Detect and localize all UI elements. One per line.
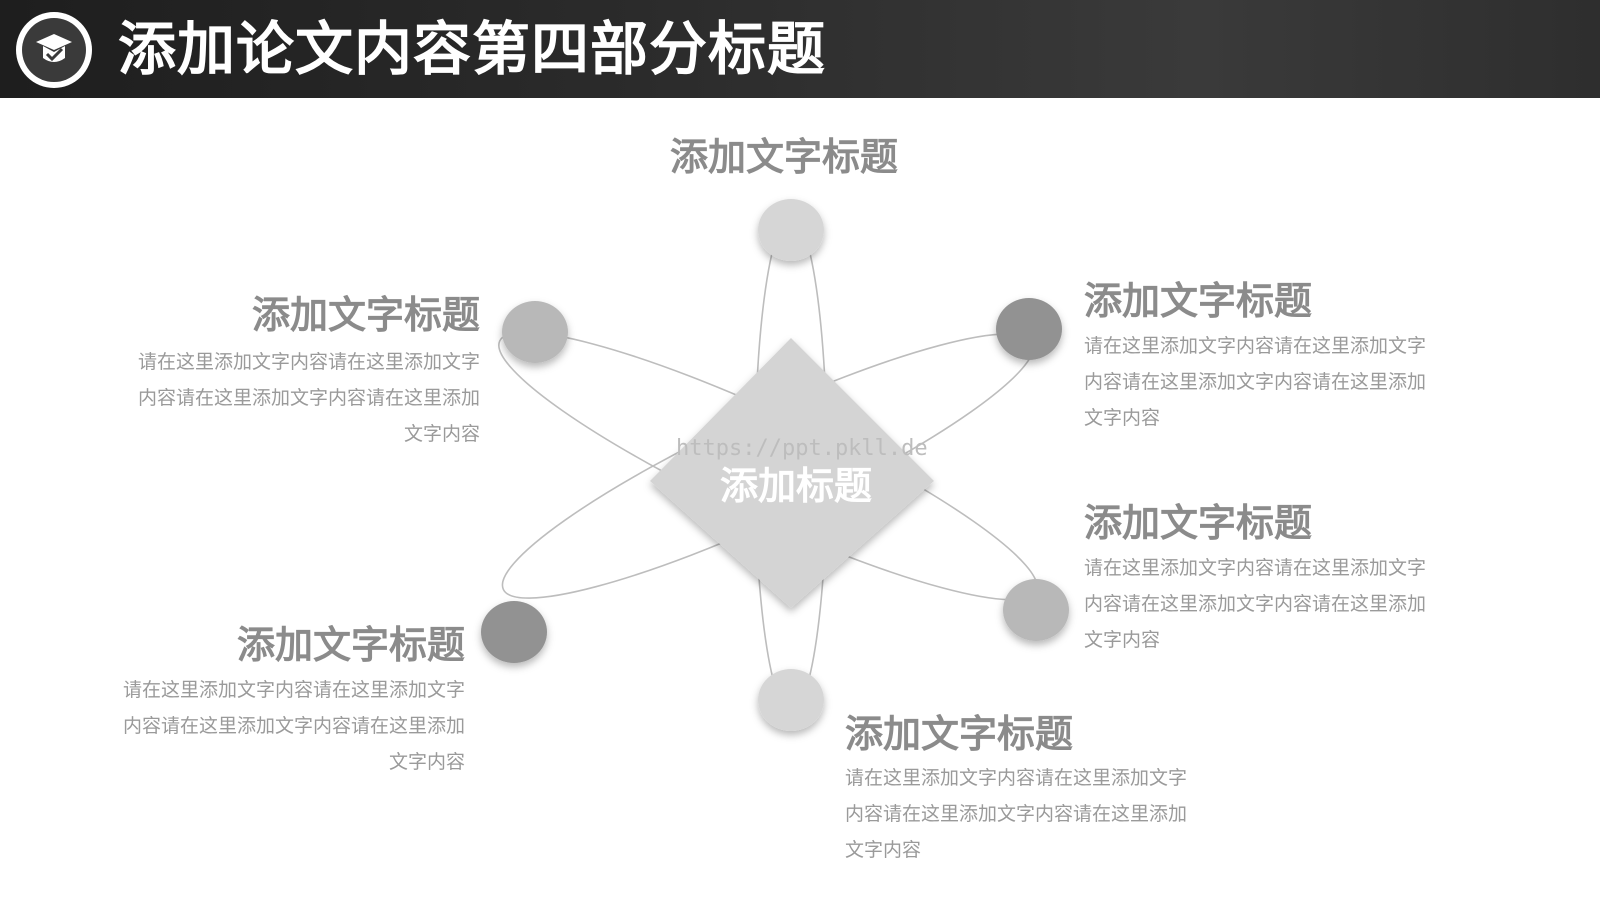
graduation-cap-icon — [22, 18, 86, 82]
node-circle-right-top — [996, 298, 1062, 360]
header-bar: 添加论文内容第四部分标题 — [0, 0, 1600, 98]
page-title: 添加论文内容第四部分标题 — [118, 15, 827, 83]
node-circle-left-bottom — [481, 601, 547, 663]
node-left-bottom-body: 请在这里添加文字内容请在这里添加文字内容请在这里添加文字内容请在这里添加文字内容 — [122, 679, 465, 773]
node-circle-bottom — [758, 669, 824, 731]
center-diamond — [650, 338, 934, 608]
watermark-url: https://ppt.pkll.de — [676, 436, 928, 461]
node-right-middle-body: 请在这里添加文字内容请在这里添加文字内容请在这里添加文字内容请在这里添加文字内容 — [1084, 557, 1427, 651]
center-title: 添加标题 — [719, 464, 872, 508]
node-bottom-title: 添加文字标题 — [845, 712, 1074, 756]
node-right-middle-title: 添加文字标题 — [1084, 501, 1313, 545]
node-left-bottom-title: 添加文字标题 — [236, 623, 465, 667]
node-right-top-body: 请在这里添加文字内容请在这里添加文字内容请在这里添加文字内容请在这里添加文字内容 — [1084, 335, 1427, 429]
center-label: https://ppt.pkll.de 添加标题 — [676, 436, 928, 510]
logo — [16, 12, 92, 88]
node-left-top-title: 添加文字标题 — [251, 293, 480, 337]
node-circle-left-top — [502, 301, 568, 363]
node-right-top-title: 添加文字标题 — [1084, 279, 1313, 323]
node-circle-right-middle — [1003, 579, 1069, 641]
node-top-title: 添加文字标题 — [670, 135, 899, 179]
node-circle-top — [758, 199, 824, 261]
node-left-top-body: 请在这里添加文字内容请在这里添加文字内容请在这里添加文字内容请在这里添加文字内容 — [137, 351, 480, 445]
node-bottom-body: 请在这里添加文字内容请在这里添加文字内容请在这里添加文字内容请在这里添加文字内容 — [845, 767, 1188, 861]
